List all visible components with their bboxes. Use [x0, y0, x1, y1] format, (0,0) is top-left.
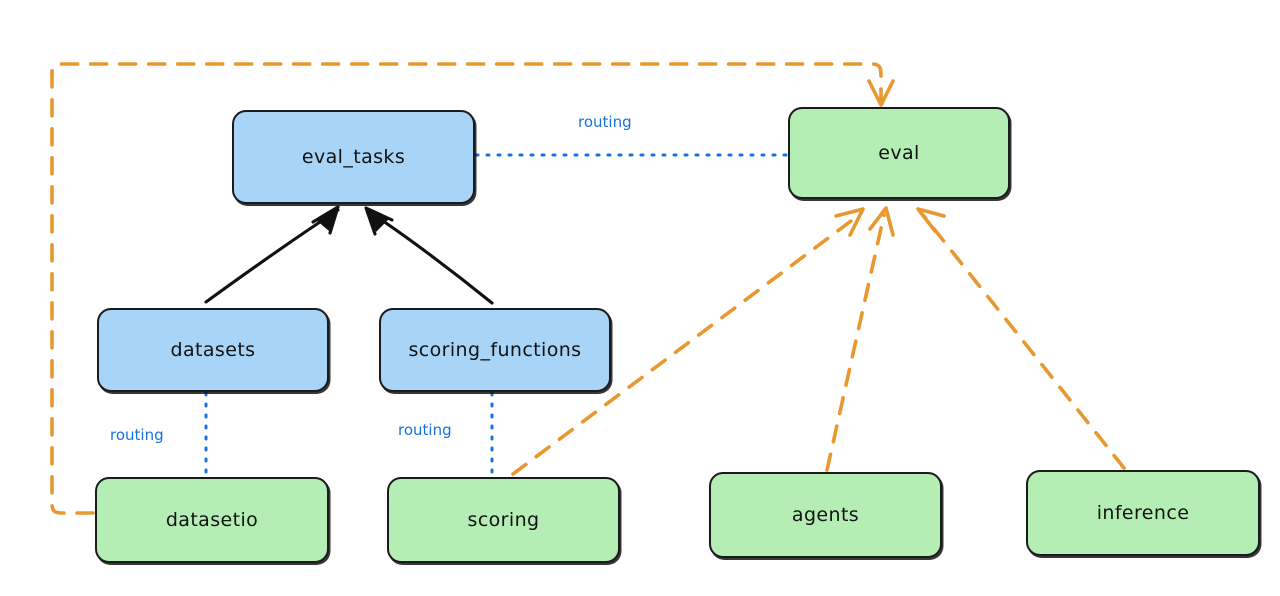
node-scoring-functions[interactable]: scoring_functions	[379, 308, 611, 392]
node-datasetio[interactable]: datasetio	[95, 477, 329, 563]
edge-agents-to-eval-dependency	[825, 206, 895, 472]
edge-label-routing-datasets-datasetio: routing	[110, 426, 164, 444]
edge-inference-to-eval-dependency	[916, 207, 1126, 470]
node-label-agents: agents	[791, 504, 860, 526]
node-label-eval: eval	[878, 142, 920, 164]
node-label-scoring-functions: scoring_functions	[408, 339, 582, 361]
node-datasets[interactable]: datasets	[97, 308, 329, 392]
edge-scoring-functions-to-eval-tasks	[364, 206, 494, 305]
node-eval[interactable]: eval	[788, 107, 1010, 199]
edge-datasets-to-eval-tasks	[204, 205, 340, 304]
node-agents[interactable]: agents	[709, 472, 942, 558]
node-label-eval-tasks: eval_tasks	[301, 146, 406, 168]
node-label-scoring: scoring	[467, 509, 540, 531]
node-scoring[interactable]: scoring	[387, 477, 620, 563]
node-eval-tasks[interactable]: eval_tasks	[232, 110, 475, 204]
node-label-datasets: datasets	[170, 339, 256, 361]
node-inference[interactable]: inference	[1026, 470, 1260, 556]
node-label-datasetio: datasetio	[165, 509, 259, 531]
node-label-inference: inference	[1096, 502, 1190, 524]
edge-label-routing-scoring-functions-scoring: routing	[398, 421, 452, 439]
edge-label-routing-eval-tasks-eval: routing	[578, 113, 632, 131]
